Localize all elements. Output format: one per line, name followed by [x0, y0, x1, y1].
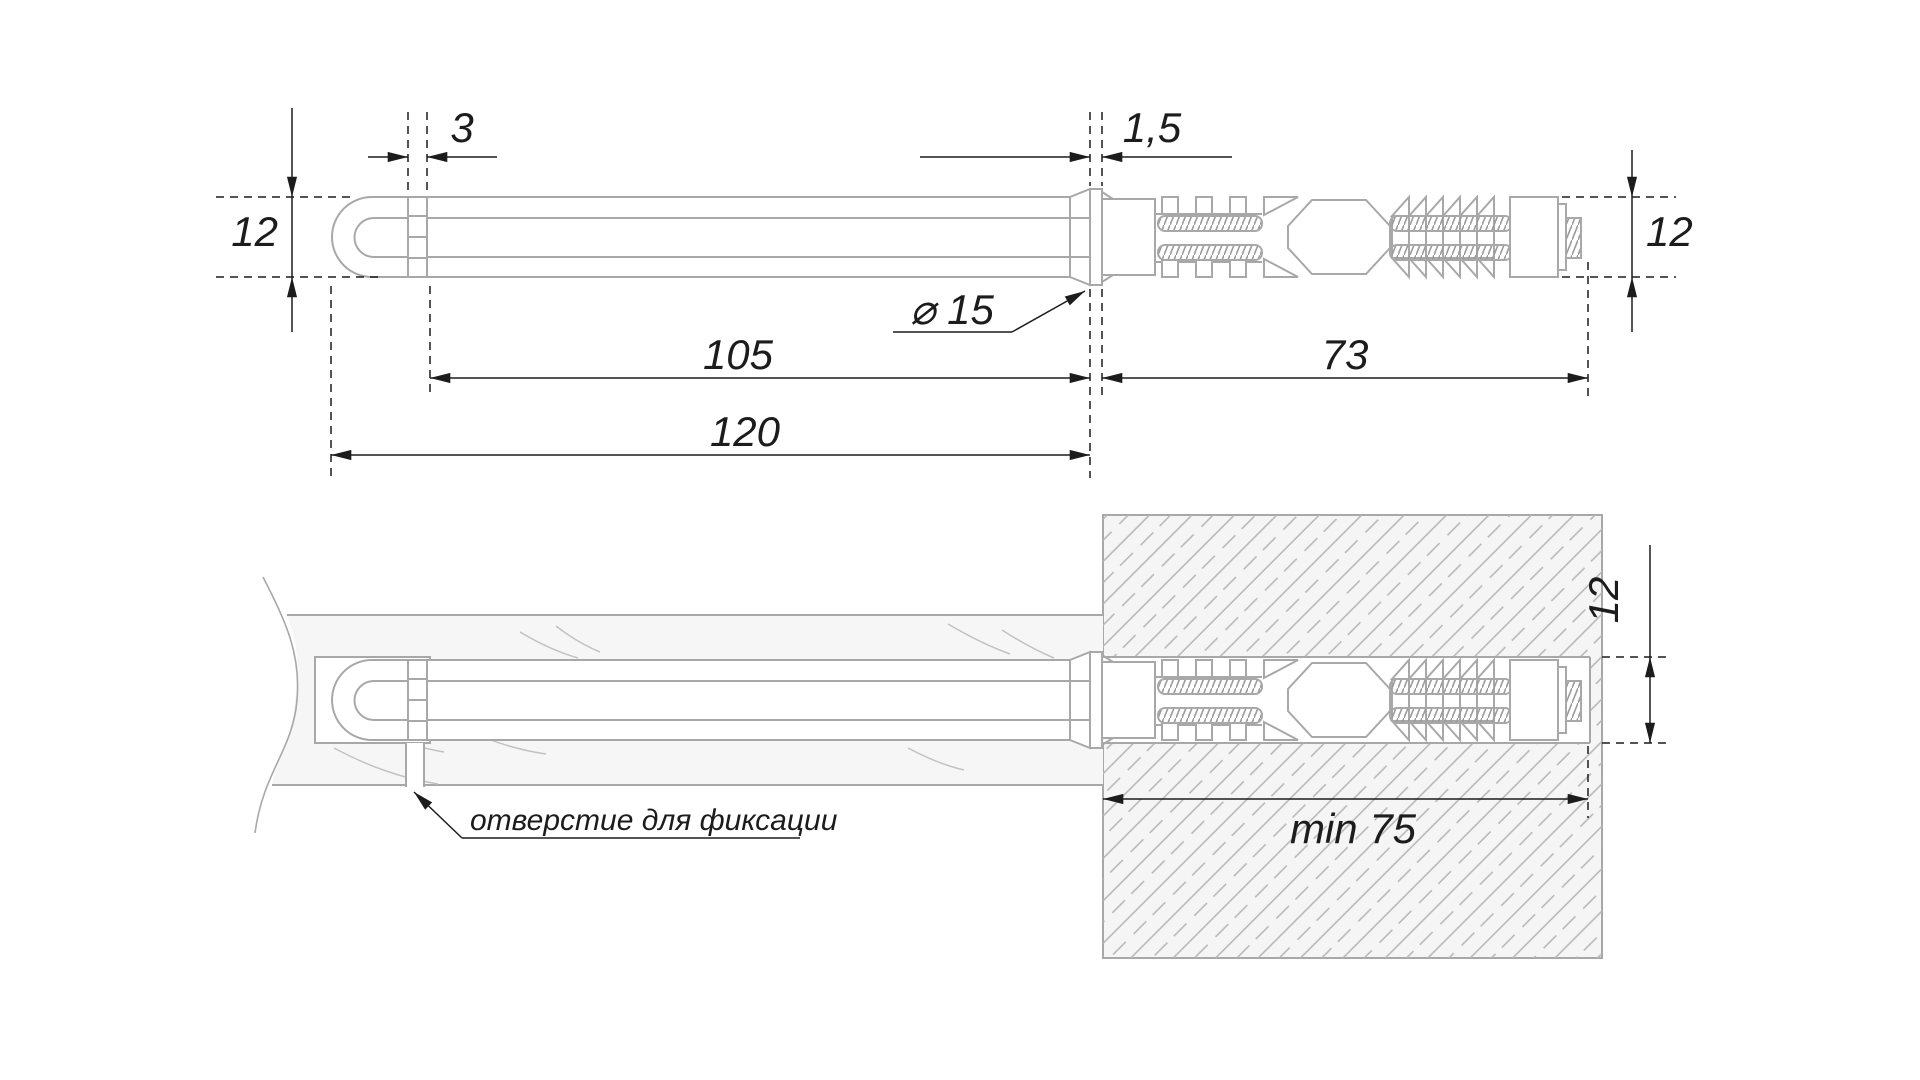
dim-min-embedment — [1103, 746, 1589, 818]
label-flange-diameter: ⌀ 15 — [910, 286, 994, 333]
label-fixation-hole-leader — [413, 791, 800, 839]
dim-pin-length — [429, 286, 1090, 395]
dim-diameter-left — [216, 108, 382, 332]
section-view-dimensions — [413, 545, 1672, 839]
dim-groove-width — [368, 112, 497, 192]
top-view-dimensions — [216, 108, 1676, 478]
dim-diameter-left-value: 12 — [231, 208, 278, 255]
dim-diameter-right — [1562, 150, 1676, 332]
fixation-hole — [405, 743, 425, 787]
dim-anchor-length-value: 73 — [1322, 331, 1369, 378]
dim-total-length-value: 120 — [710, 408, 781, 455]
dim-min-embedment-value: min 75 — [1290, 805, 1417, 852]
dim-hole-diameter-value: 12 — [1580, 577, 1627, 624]
pin-side-view — [331, 188, 1582, 286]
break-line — [254, 576, 299, 834]
dim-hole-diameter — [1602, 545, 1672, 744]
dim-flange-thickness-value: 1,5 — [1123, 104, 1182, 151]
dim-total-length — [330, 286, 1090, 478]
label-fixation-hole: отверстие для фиксации — [470, 804, 838, 837]
top-view: 3 1,5 12 ⌀ 15 105 73 120 12 — [216, 104, 1693, 478]
section-view: отверстие для фиксации min 75 12 — [254, 514, 1672, 959]
dim-groove-width-value: 3 — [450, 104, 473, 151]
dim-anchor-length — [1102, 262, 1589, 398]
dim-diameter-right-value: 12 — [1646, 208, 1693, 255]
label-flange-diameter-leader — [893, 290, 1086, 333]
dim-pin-length-value: 105 — [703, 331, 774, 378]
